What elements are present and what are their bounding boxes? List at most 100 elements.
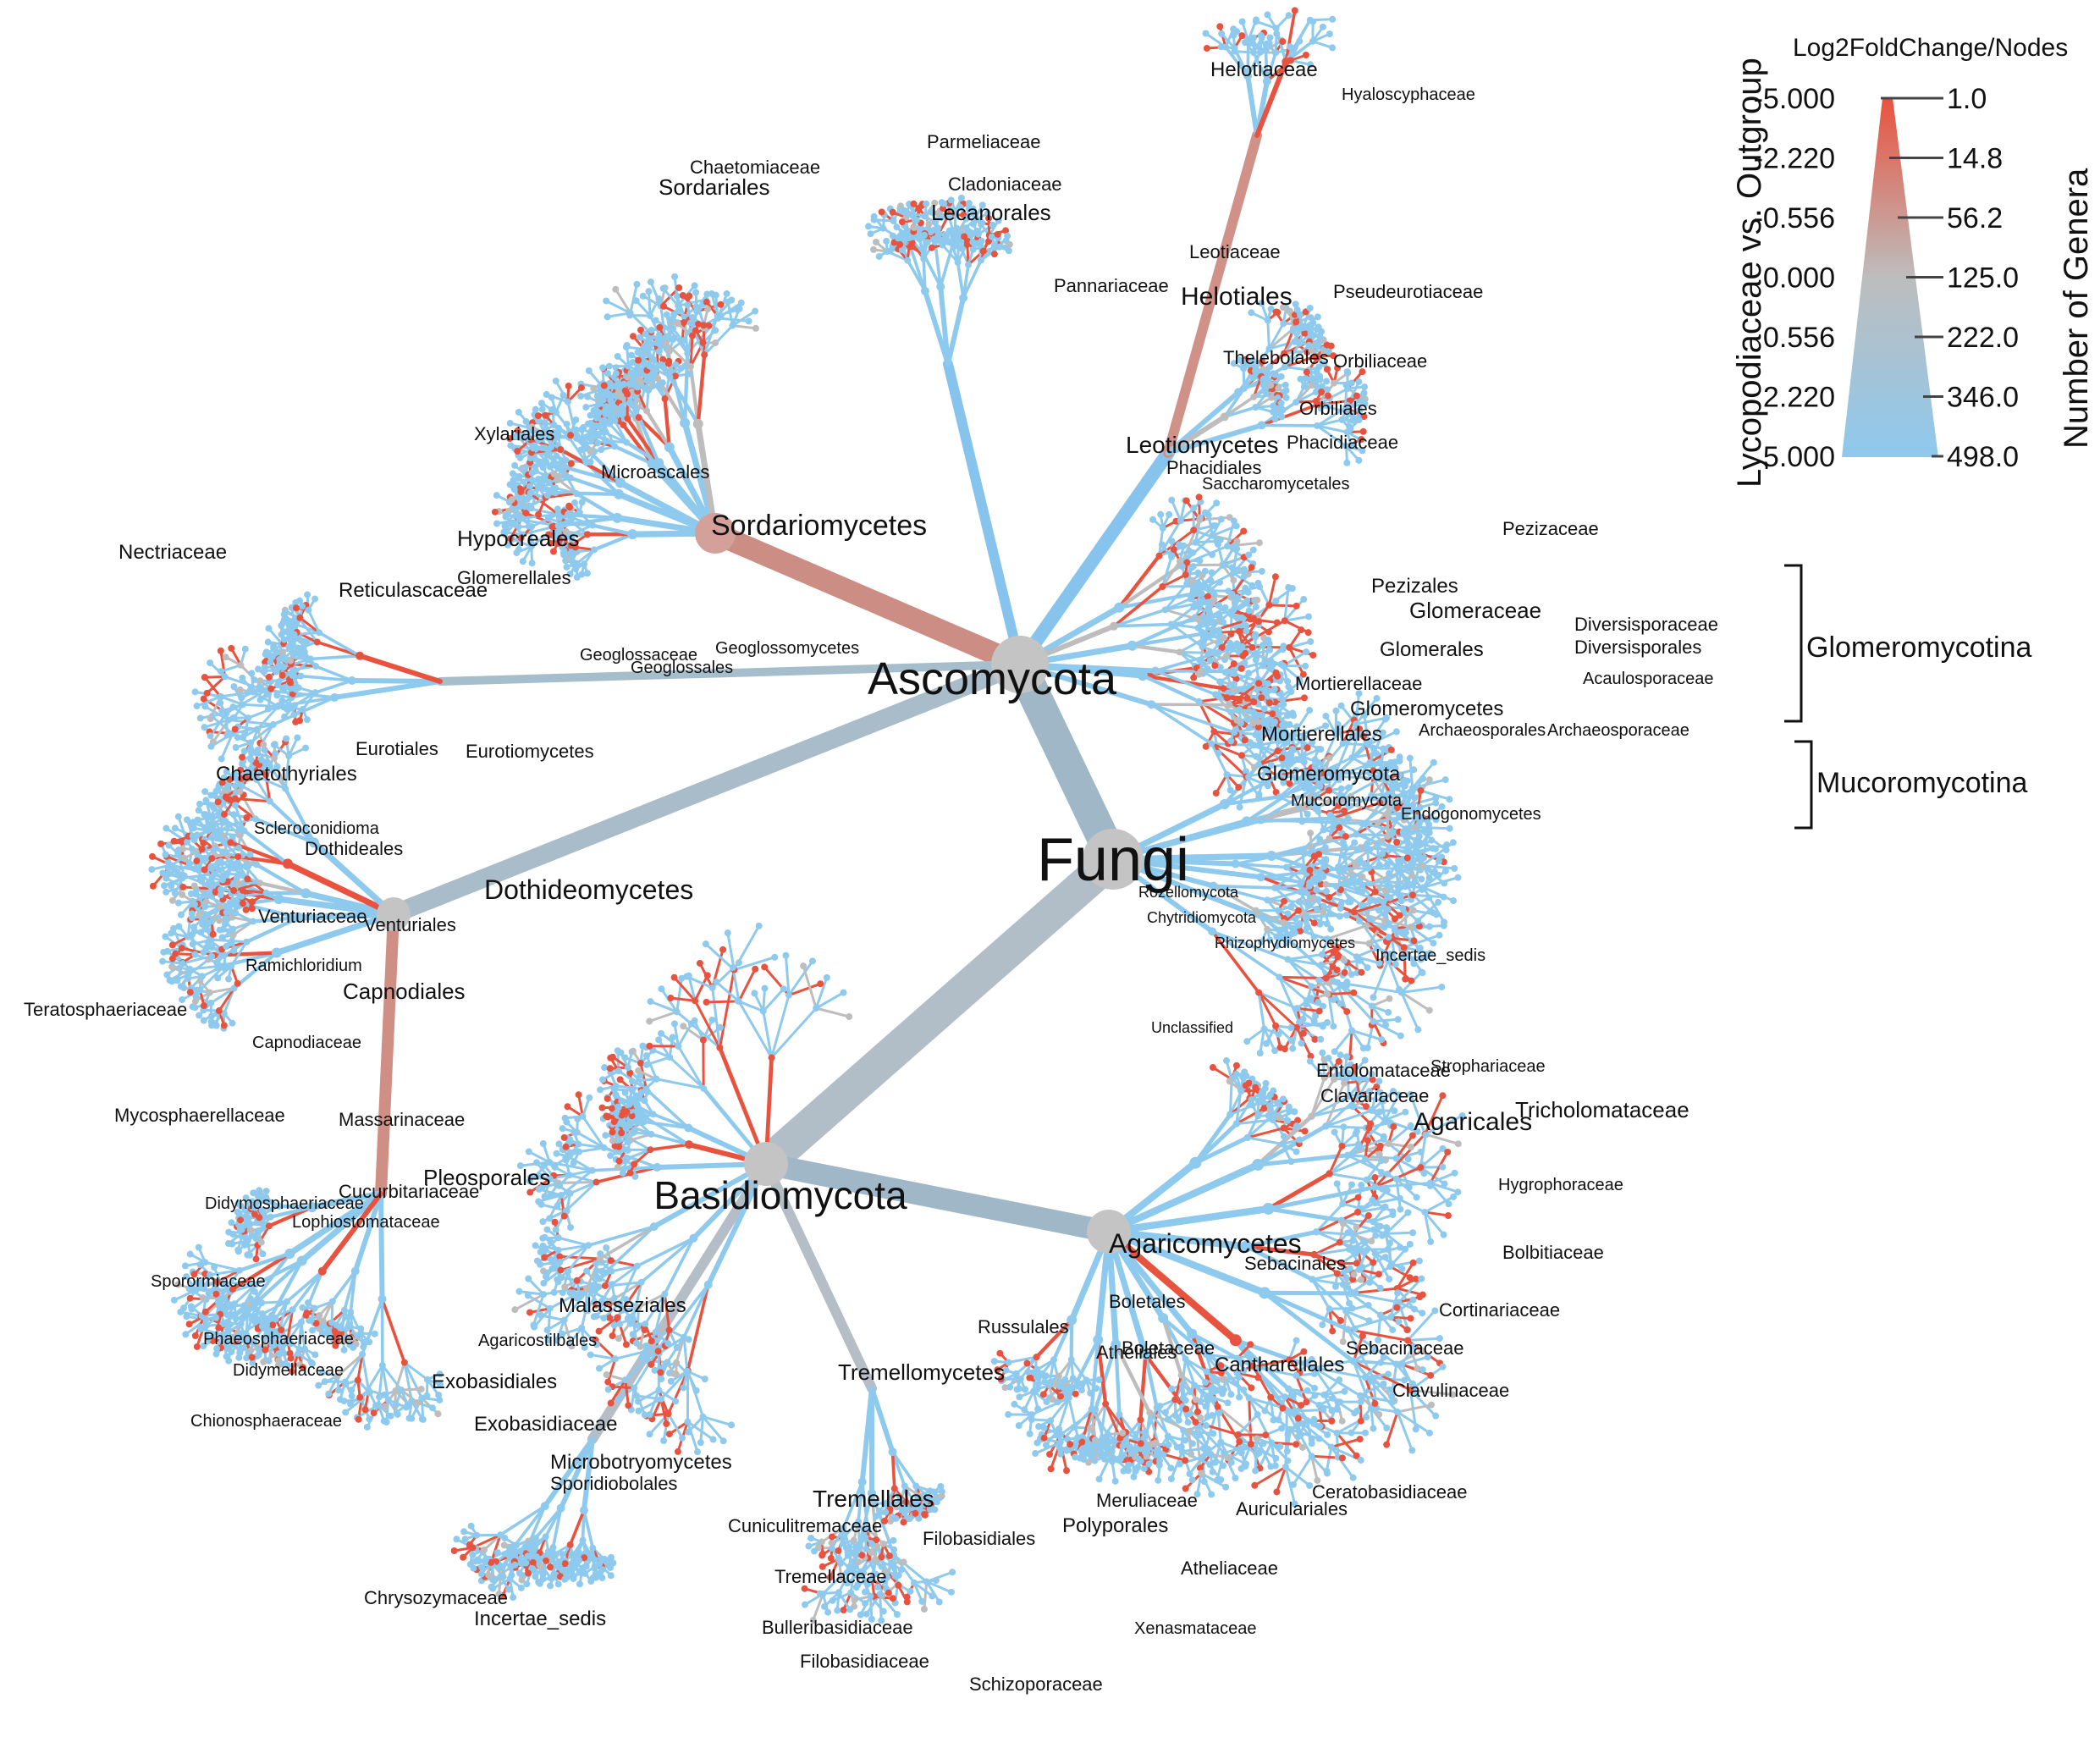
tree-edge	[1133, 646, 1180, 653]
tree-node	[693, 419, 703, 429]
tree-node	[636, 414, 642, 421]
tree-node	[577, 393, 584, 400]
tree-node	[604, 370, 611, 377]
tree-node	[619, 403, 626, 410]
tree-node	[725, 299, 731, 306]
tree-node	[615, 353, 621, 360]
tree-edge	[381, 1194, 383, 1299]
tree-node	[614, 489, 624, 499]
tree-node	[665, 360, 672, 367]
tree-edge	[707, 1001, 739, 1002]
tree-edge	[872, 1388, 892, 1452]
tree-node	[597, 399, 604, 405]
tree-edge	[698, 355, 704, 424]
tree-node	[645, 288, 652, 295]
tree-edge	[1195, 1124, 1236, 1163]
tree-node	[665, 333, 672, 339]
tree-node	[613, 370, 620, 377]
tree-node	[645, 387, 652, 394]
tree-node	[598, 446, 604, 453]
tree-node	[660, 303, 667, 310]
tree-node	[646, 362, 653, 369]
tree-node	[630, 333, 637, 339]
tree-node	[601, 417, 608, 424]
tree-edge	[816, 1008, 849, 1017]
tree-edge	[648, 291, 650, 316]
tree-node	[648, 278, 654, 285]
tree-node	[594, 439, 601, 446]
tree-node	[684, 350, 691, 357]
edge-fungi-basidiomycota	[766, 859, 1113, 1164]
tree-node	[703, 299, 710, 306]
tree-node	[571, 499, 578, 506]
tree-node	[593, 414, 600, 421]
tree-node	[545, 451, 552, 458]
tree-edge	[1261, 425, 1317, 426]
tree-node	[738, 300, 745, 306]
tree-node	[624, 391, 631, 398]
tree-node	[684, 301, 691, 308]
tree-node	[626, 312, 633, 319]
tree-edge	[1330, 1173, 1367, 1179]
tree-node	[692, 289, 699, 295]
tree-node	[584, 394, 591, 400]
tree-node	[692, 328, 699, 334]
tree-node	[736, 306, 743, 312]
tree-node	[672, 361, 679, 368]
tree-edge	[650, 1144, 689, 1150]
tree-node	[569, 553, 576, 560]
tree-node	[564, 421, 570, 427]
tree-edge	[1386, 1232, 1413, 1233]
tree-node	[642, 330, 649, 337]
tree-edge	[1415, 827, 1450, 828]
tree-edge	[870, 1596, 871, 1619]
tree-node	[590, 385, 597, 392]
tree-node	[679, 337, 686, 344]
tree-node	[654, 375, 661, 382]
tree-node	[601, 383, 608, 389]
tree-edge	[559, 1238, 588, 1245]
tree-node	[663, 339, 670, 346]
tree-node	[565, 511, 571, 518]
tree-node	[655, 295, 662, 302]
tree-edge	[923, 259, 925, 291]
tree-node	[603, 408, 609, 415]
tree-node	[637, 334, 643, 341]
tree-node	[680, 418, 690, 428]
tree-node	[686, 293, 692, 300]
tree-node	[626, 399, 633, 405]
tree-node	[610, 383, 617, 389]
tree-node	[752, 325, 759, 332]
tree-node	[624, 416, 631, 422]
tree-node	[712, 327, 719, 334]
tree-node	[724, 290, 730, 297]
tree-node	[606, 363, 613, 370]
tree-node	[623, 344, 630, 350]
tree-node	[664, 442, 675, 452]
tree-node	[604, 438, 610, 444]
tree-node	[623, 439, 630, 446]
tree-node	[589, 522, 596, 529]
tree-node	[609, 405, 616, 411]
tree-edge	[695, 975, 708, 1001]
tree-edge	[360, 656, 440, 681]
tree-node	[588, 428, 595, 435]
tree-edge	[1329, 993, 1354, 995]
tree-node	[591, 546, 598, 553]
tree-edge	[1140, 1354, 1145, 1420]
tree-node	[584, 531, 591, 538]
tree-edge	[205, 1262, 240, 1271]
tree-edge	[1248, 76, 1257, 135]
tree-node	[632, 368, 639, 375]
tree-node	[604, 313, 611, 320]
tree-node	[729, 323, 736, 329]
edge-ascomycota-lecanoromycetes	[948, 364, 1020, 664]
tree-edge	[383, 1299, 405, 1363]
tree-node	[582, 404, 589, 411]
tree-edge	[1248, 1138, 1282, 1144]
tree-node	[526, 483, 533, 490]
tree-node	[581, 560, 587, 567]
tree-node	[617, 382, 624, 389]
tree-node	[643, 407, 650, 414]
